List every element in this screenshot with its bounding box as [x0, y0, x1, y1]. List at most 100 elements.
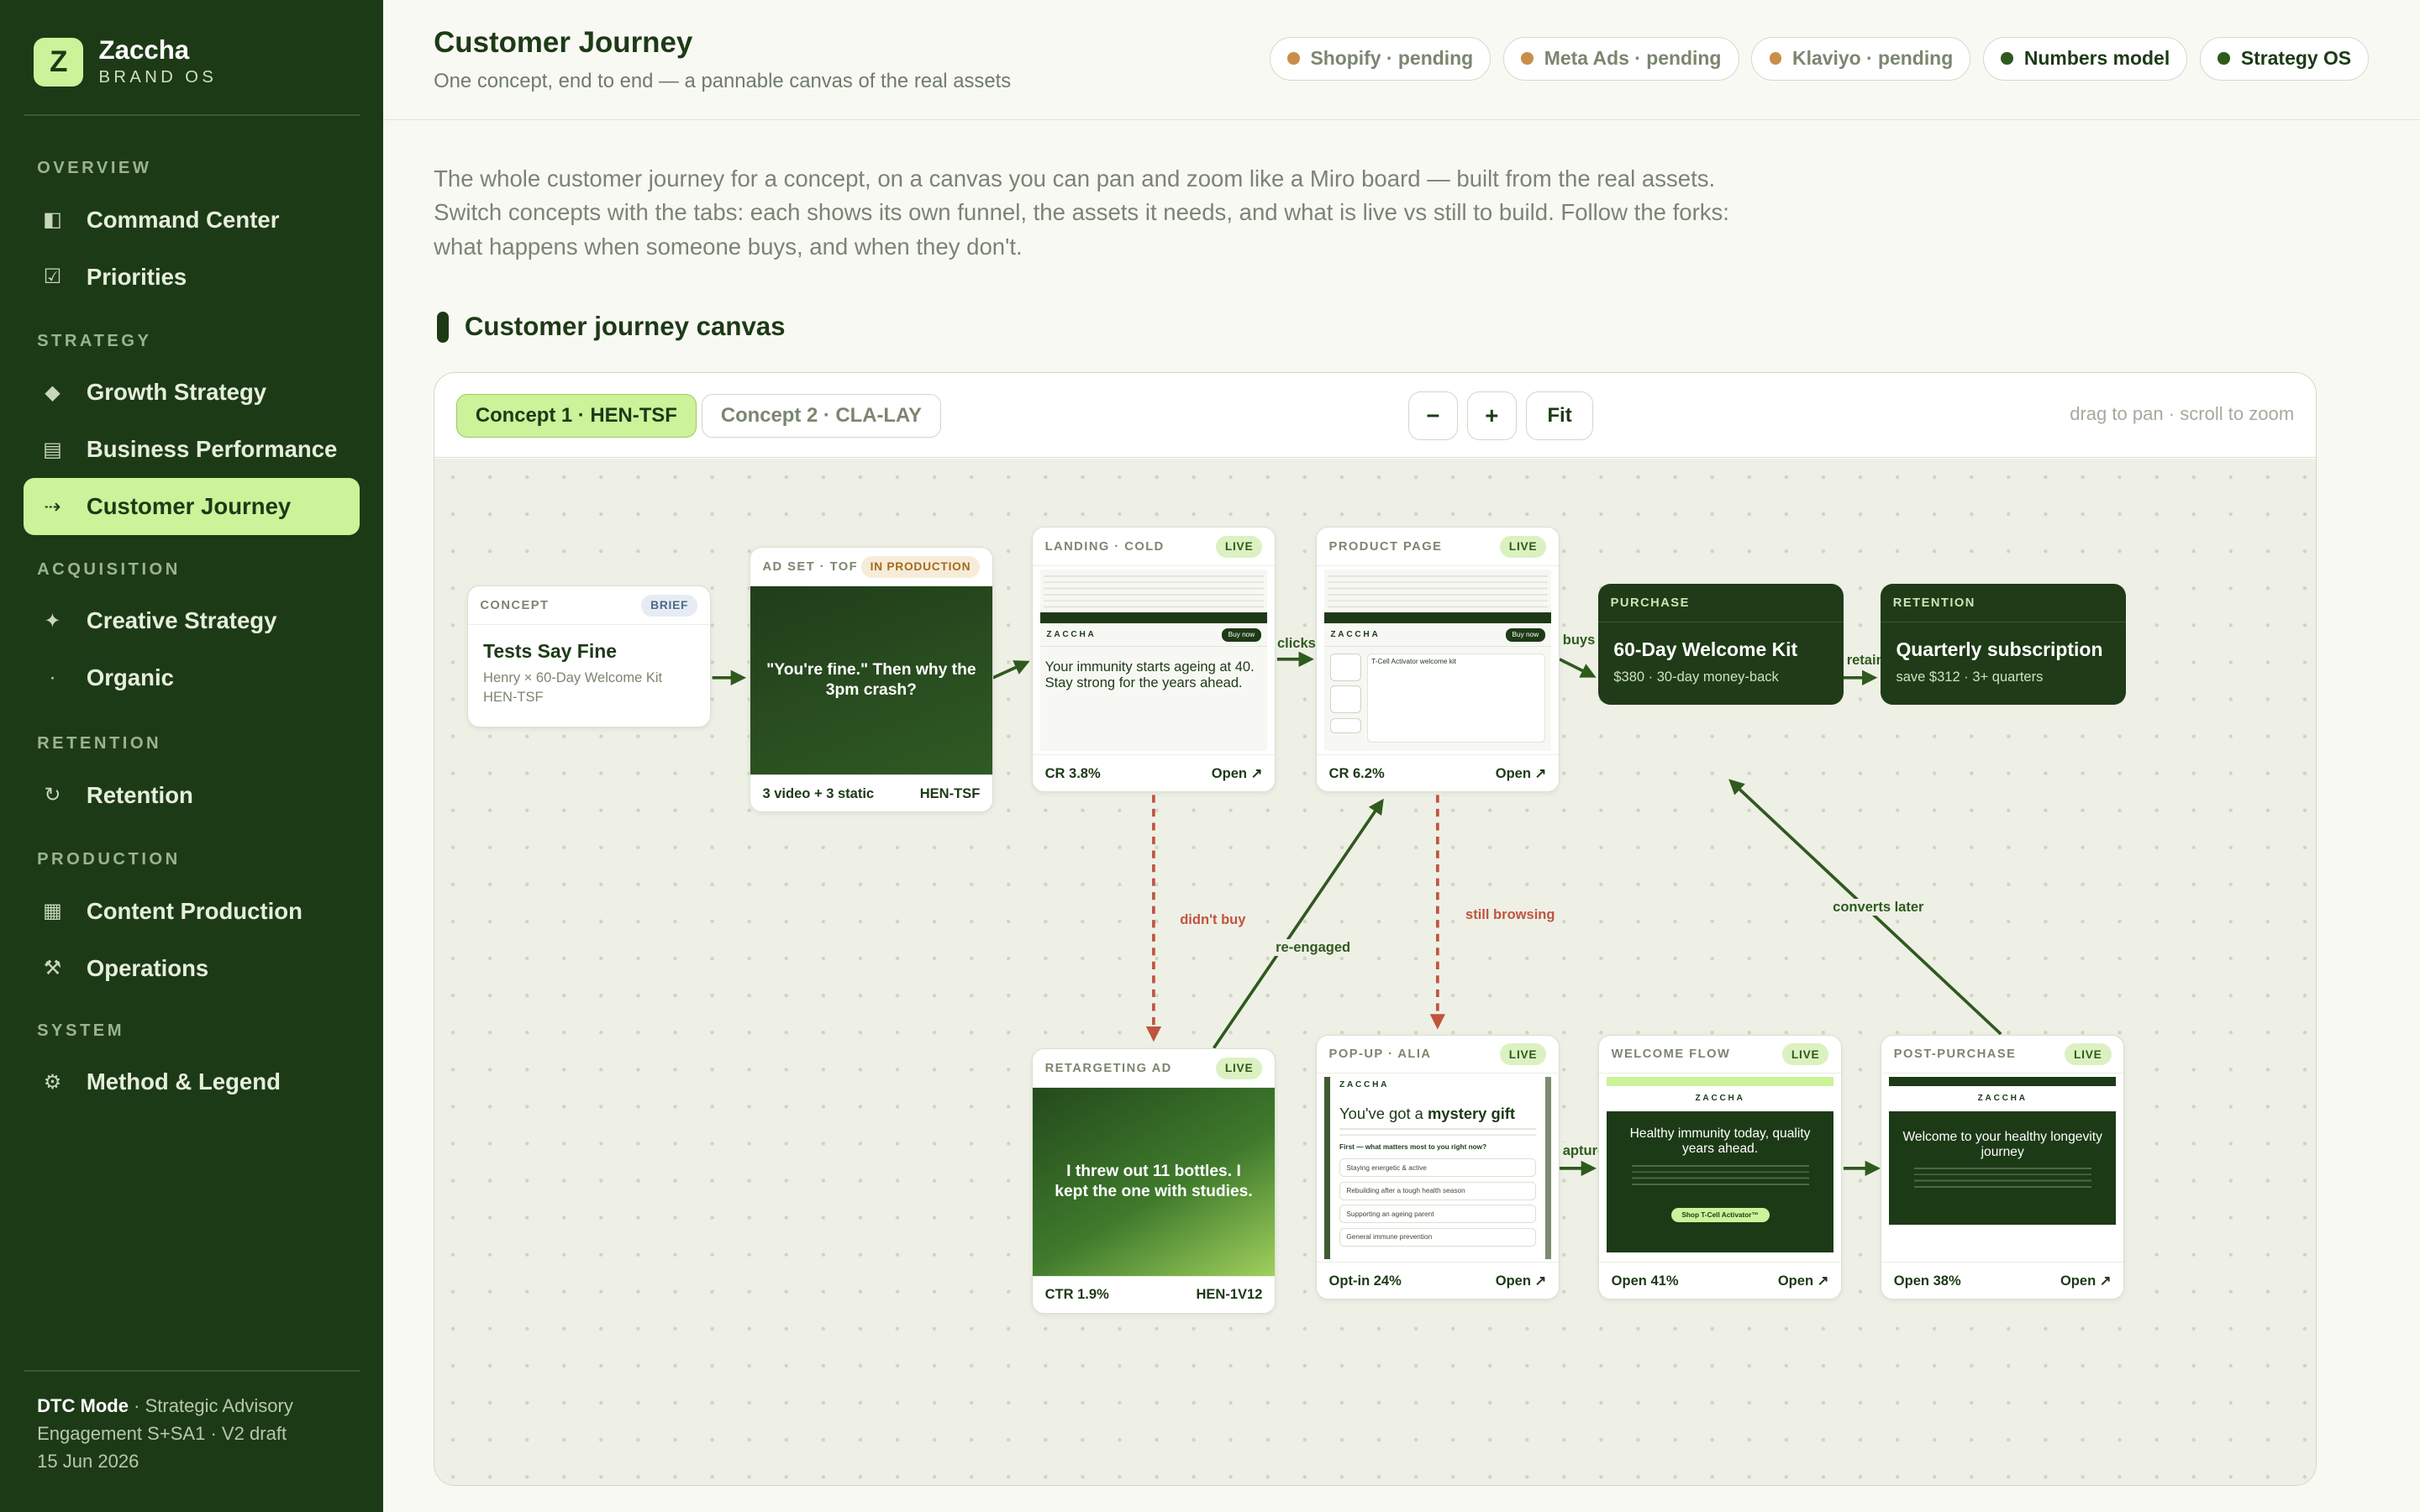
zoom-out-button[interactable]: −: [1408, 391, 1458, 441]
sidebar-item-label: Command Center: [86, 206, 280, 233]
node-label: PRODUCT PAGE: [1328, 539, 1443, 554]
sidebar-footer: DTC Mode · Strategic Advisory Engagement…: [37, 1392, 361, 1475]
sidebar-item-method-legend[interactable]: ⚙ Method & Legend: [24, 1053, 360, 1110]
integration-pill[interactable]: Numbers model: [1983, 37, 2188, 81]
integration-pill-label: Strategy OS: [2240, 47, 2352, 70]
sidebar-item-customer-journey[interactable]: ⇢Customer Journey: [23, 478, 360, 536]
open-rate: Open 41%: [1611, 1272, 1679, 1289]
email-topbar: [1889, 1077, 2117, 1087]
ad-code: HEN-TSF: [919, 785, 981, 801]
edge-label-didnt-buy: didn't buy: [1176, 911, 1249, 928]
open-link[interactable]: Open ↗: [1777, 1272, 1829, 1289]
sidebar-item-operations[interactable]: ⚒Operations: [24, 940, 360, 997]
sidebar-item-label: Method & Legend: [86, 1068, 281, 1095]
asset-count: 3 video + 3 static: [762, 785, 875, 801]
open-link[interactable]: Open ↗: [1495, 764, 1547, 781]
status-dot-icon: [1286, 52, 1300, 66]
ad-creative: "You're fine." Then why the 3pm crash?: [750, 586, 992, 775]
concept-sub: Henry × 60-Day Welcome Kit: [483, 669, 663, 685]
popup-option: Supporting an ageing parent: [1339, 1205, 1536, 1224]
brand-sub: BRAND OS: [98, 67, 218, 87]
brand[interactable]: Z Zaccha BRAND OS: [34, 37, 217, 87]
preview-text-lines: [1327, 575, 1549, 610]
canvas-toolbar: Concept 1 · HEN-TSF Concept 2 · CLA-LAY …: [434, 372, 2316, 458]
sidebar-item-growth-strategy[interactable]: ◆Growth Strategy: [24, 364, 360, 421]
sidebar-item-label: Priorities: [86, 263, 187, 290]
sidebar-item-creative-strategy[interactable]: ✦ Creative Strategy: [24, 592, 360, 649]
edge-retarget-product: [1213, 799, 1384, 1050]
node-label: PURCHASE: [1610, 596, 1690, 610]
popup-headline-bold: mystery gift: [1427, 1105, 1516, 1123]
brand-name: Zaccha: [98, 35, 190, 66]
popup-question: First — what matters most to you right n…: [1339, 1143, 1487, 1152]
fit-button[interactable]: Fit: [1525, 391, 1594, 441]
sidebar-item-business-performance[interactable]: ▤Business Performance: [24, 421, 360, 478]
status-badge: LIVE: [2065, 1043, 2112, 1066]
sidebar-item-label: Customer Journey: [86, 493, 292, 520]
integration-pill-label: Meta Ads · pending: [1544, 47, 1722, 70]
node-label: RETENTION: [1892, 596, 1975, 610]
zoom-in-button[interactable]: +: [1466, 391, 1517, 441]
creative-strategy-icon: ✦: [44, 609, 61, 633]
retention-icon: ↻: [44, 784, 61, 807]
popup-option: Staying energetic & active: [1339, 1158, 1536, 1178]
email-preview: ZACCHA Welcome to your healthy longevity…: [1889, 1077, 2117, 1259]
preview-logo: ZACCHA: [1330, 630, 1381, 640]
sidebar-item-content-production[interactable]: ▦Content Production: [24, 883, 360, 940]
node-label: POP-UP · ALIA: [1328, 1047, 1432, 1062]
sidebar-item-priorities[interactable]: ☑ Priorities: [24, 249, 360, 306]
tab-concept-2[interactable]: Concept 2 · CLA-LAY: [701, 394, 941, 438]
retention-title: Quarterly subscription: [1896, 638, 2103, 660]
node-label: AD SET · TOF: [762, 559, 859, 574]
priorities-icon: ☑: [43, 265, 62, 289]
sidebar-item-label: Creative Strategy: [86, 607, 277, 634]
nav-section-label: ACQUISITION: [37, 559, 181, 579]
open-link[interactable]: Open ↗: [2060, 1272, 2112, 1289]
popup-option: General immune prevention: [1339, 1227, 1536, 1247]
page-header: Customer Journey One concept, end to end…: [382, 0, 2420, 121]
edge-label-retain: retain: [1844, 652, 1888, 669]
page-title: Customer Journey: [434, 26, 693, 60]
method-legend-icon: ⚙: [43, 1070, 62, 1094]
email-cta: Shop T-Cell Activator™: [1670, 1208, 1770, 1222]
preview-logo: ZACCHA: [1046, 630, 1097, 640]
footer-date: 15 Jun 2026: [37, 1450, 139, 1472]
node-purchase[interactable]: PURCHASE 60-Day Welcome Kit $380 · 30-da…: [1597, 584, 1844, 705]
integration-pill[interactable]: Shopify · pending: [1269, 37, 1491, 81]
sidebar-item-command-center[interactable]: ◧Command Center: [24, 192, 360, 249]
section-title: Customer journey canvas: [436, 312, 786, 343]
opt-in-rate: Opt-in 24%: [1328, 1272, 1402, 1289]
integration-pill[interactable]: Klaviyo · pending: [1751, 37, 1971, 81]
status-dot-icon: [2001, 52, 2013, 66]
sidebar-item-retention[interactable]: ↻Retention: [24, 767, 360, 824]
open-rate: Open 38%: [1893, 1272, 1961, 1289]
email-topbar: [1607, 1077, 1833, 1087]
sidebar-item-organic[interactable]: ·Organic: [24, 649, 360, 706]
tab-concept-1[interactable]: Concept 1 · HEN-TSF: [455, 394, 697, 438]
open-link[interactable]: Open ↗: [1211, 764, 1263, 781]
canvas-board[interactable]: clicks buys retain didn't buy re-engaged…: [434, 459, 2316, 1485]
ad-creative: I threw out 11 bottles. I kept the one w…: [1032, 1088, 1276, 1277]
intro-text: The whole customer journey for a concept…: [434, 165, 1729, 260]
status-dot-icon: [2217, 52, 2230, 66]
node-retention[interactable]: RETENTION Quarterly subscription save $3…: [1881, 584, 2127, 705]
section-marker: [436, 312, 450, 343]
open-link[interactable]: Open ↗: [1495, 1272, 1547, 1289]
integration-pill[interactable]: Strategy OS: [2200, 37, 2370, 81]
growth-strategy-icon: ◆: [45, 381, 60, 404]
integration-pill[interactable]: Meta Ads · pending: [1503, 37, 1739, 81]
journey-canvas: Concept 1 · HEN-TSF Concept 2 · CLA-LAY …: [434, 371, 2317, 1486]
divider: [24, 1369, 360, 1372]
page-subtitle: One concept, end to end — a pannable can…: [434, 69, 1012, 92]
thumb: [1330, 717, 1362, 734]
status-dot-icon: [1769, 52, 1782, 66]
organic-icon: ·: [49, 666, 56, 690]
